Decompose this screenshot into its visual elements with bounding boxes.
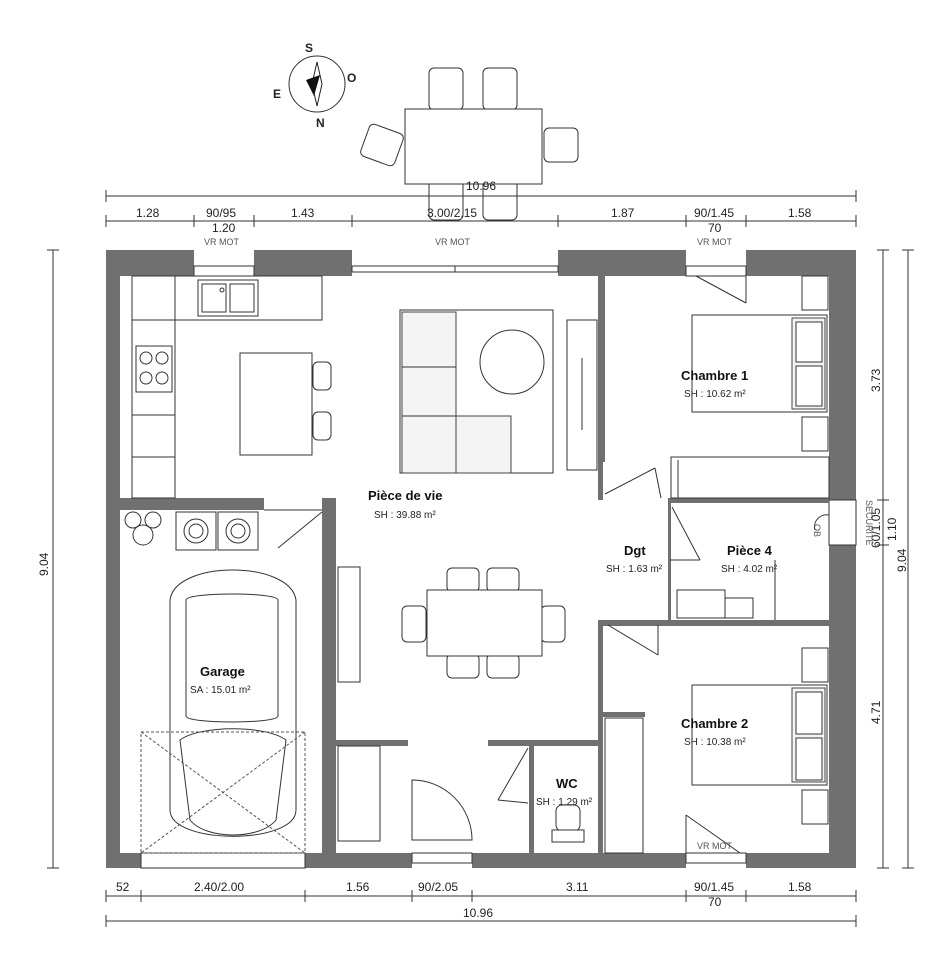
compass-letter-n: N	[316, 116, 325, 130]
room-name-chambre1: Chambre 1	[681, 368, 748, 383]
room-area-piece4: SH : 4.02 m²	[721, 564, 778, 575]
compass-letter-s: S	[305, 41, 313, 55]
dim-right-total: 9.04	[895, 548, 909, 572]
bottom-rooms	[337, 745, 585, 843]
room-labels: Pièce de vie SH : 39.88 m² Chambre 1 SH …	[190, 368, 778, 808]
room-area-chambre2: SH : 10.38 m²	[684, 737, 746, 748]
securite-label: SECURITE	[864, 500, 874, 546]
room-area-chambre1: SH : 10.62 m²	[684, 389, 746, 400]
windows	[140, 265, 857, 869]
living-room	[337, 309, 598, 683]
room-name-dgt: Dgt	[624, 543, 646, 558]
room-area-dgt: SH : 1.63 m²	[606, 564, 663, 575]
exterior-walls	[106, 250, 856, 868]
dim-right-seg-3: 1.10	[885, 517, 899, 541]
kitchen	[131, 275, 332, 499]
dim-top-seg-4: 3.00/2.15	[427, 206, 477, 220]
dim-right-seg-1: 3.73	[869, 368, 883, 392]
dim-bot-seg-3: 1.56	[346, 880, 370, 894]
room-name-garage: Garage	[200, 664, 245, 679]
dim-top-seg-1: 1.28	[136, 206, 160, 220]
top-dimensions: 10.96 1.28 90/95 1.43 3.00/2.15 1.87 90/…	[105, 179, 857, 247]
dim-bot-seg-6: 90/1.45	[694, 880, 734, 894]
compass-rose: S O N E	[273, 41, 356, 130]
room-area-living: SH : 39.88 m²	[374, 510, 436, 521]
vr-mot-label-4: VR MOT	[697, 841, 733, 851]
dim-top-seg-3: 1.43	[291, 206, 315, 220]
dim-bot-seg-4: 90/2.05	[418, 880, 458, 894]
dim-bot-sub-1: 70	[708, 895, 722, 909]
side-dimensions: 9.04 3.73 60/1.05 1.10 4.71 9.04 SECURIT…	[37, 249, 914, 869]
interior-walls	[120, 276, 829, 853]
room-name-chambre2: Chambre 2	[681, 716, 748, 731]
dim-top-sub-1: 1.20	[212, 221, 236, 235]
bottom-dimensions: 52 2.40/2.00 1.56 90/2.05 3.11 90/1.45 1…	[105, 841, 857, 927]
room-area-wc: SH : 1.29 m²	[536, 797, 593, 808]
bedroom-1	[604, 275, 830, 499]
garage	[124, 509, 323, 854]
dim-bot-seg-2: 2.40/2.00	[194, 880, 244, 894]
dim-bot-seg-7: 1.58	[788, 880, 812, 894]
dim-left-total: 9.04	[37, 552, 51, 576]
dim-bot-seg-1: 52	[116, 880, 130, 894]
dim-right-seg-2: 60/1.05	[869, 508, 883, 548]
dim-top-seg-2: 90/95	[206, 206, 236, 220]
compass-letter-o: O	[347, 71, 356, 85]
room-name-piece4: Pièce 4	[727, 543, 773, 558]
dim-top-seg-7: 1.58	[788, 206, 812, 220]
vr-mot-label-3: VR MOT	[697, 237, 733, 247]
compass-letter-e: E	[273, 87, 281, 101]
ob-label: OB	[812, 524, 822, 537]
dim-bottom-total: 10.96	[463, 906, 493, 920]
dim-right-seg-4: 4.71	[869, 700, 883, 724]
dim-top-seg-6: 90/1.45	[694, 206, 734, 220]
bedroom-2	[604, 647, 829, 854]
hallway-room4: OB	[607, 506, 830, 656]
room-name-wc: WC	[556, 776, 578, 791]
dim-top-total: 10.96	[466, 179, 496, 193]
dim-top-seg-5: 1.87	[611, 206, 635, 220]
terrace-table	[360, 67, 579, 221]
vr-mot-label-1: VR MOT	[204, 237, 240, 247]
vr-mot-label-2: VR MOT	[435, 237, 471, 247]
room-name-living: Pièce de vie	[368, 488, 442, 503]
dim-top-sub-2: 70	[708, 221, 722, 235]
room-area-garage: SA : 15.01 m²	[190, 685, 251, 696]
dim-bot-seg-5: 3.11	[566, 880, 589, 894]
